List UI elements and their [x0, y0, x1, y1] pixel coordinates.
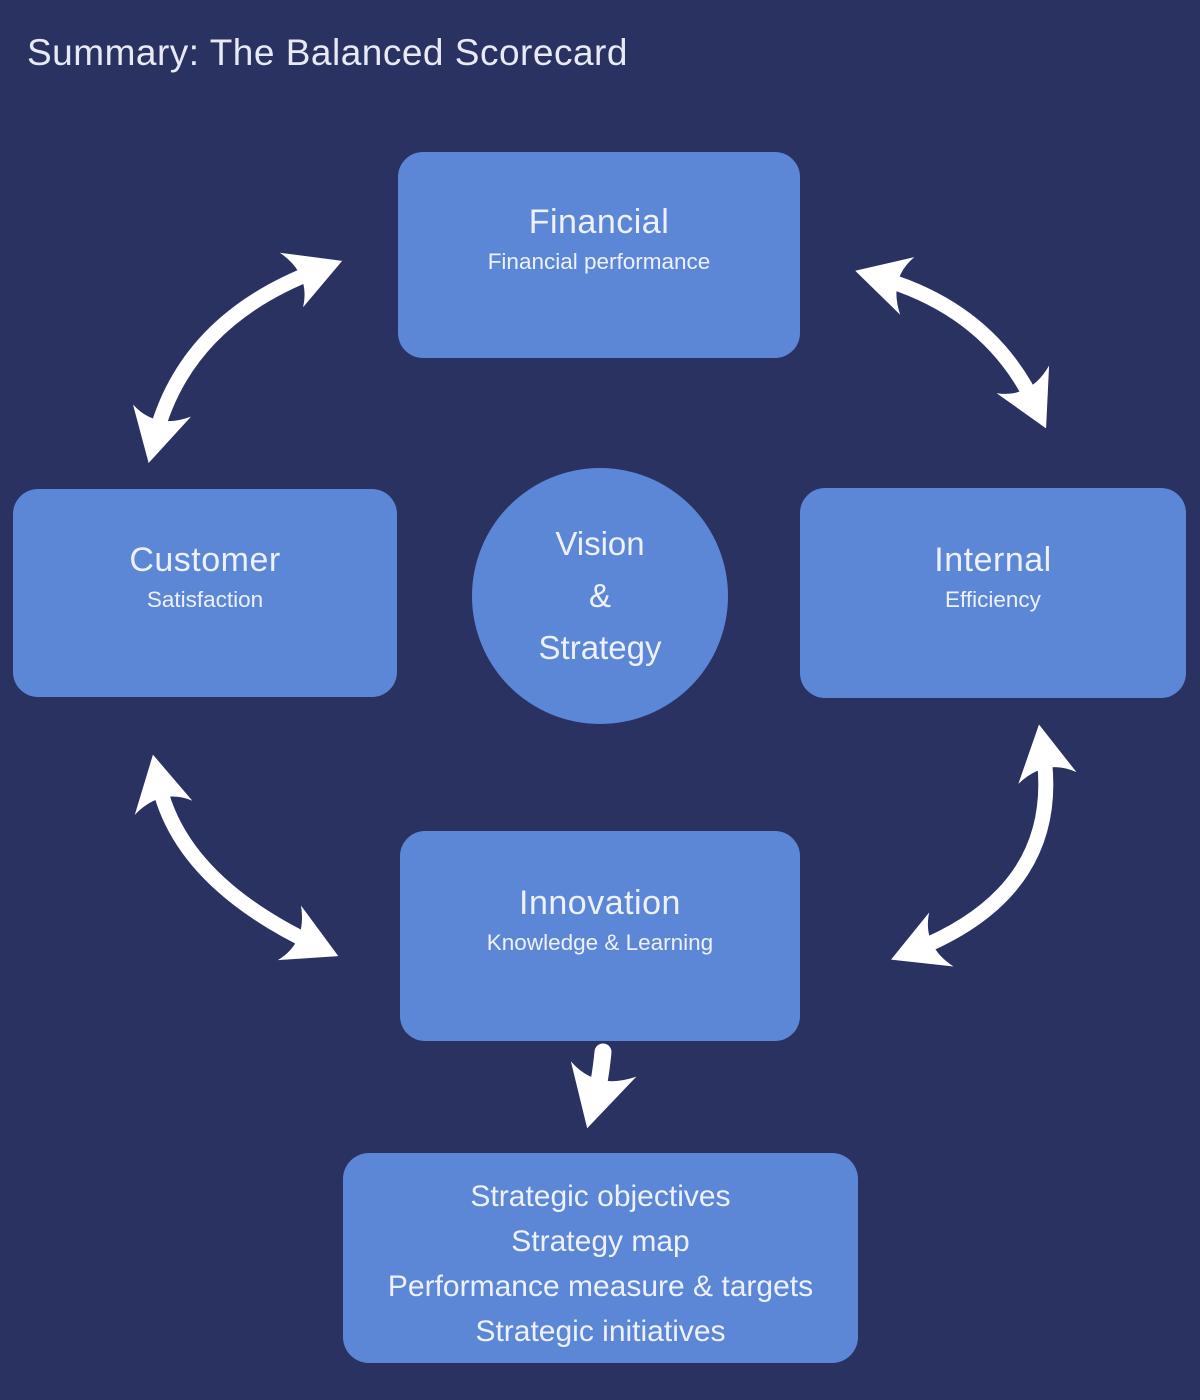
customer-box: Customer Satisfaction — [13, 489, 397, 697]
strategic-outputs-box: Strategic objectives Strategy map Perfor… — [343, 1153, 858, 1363]
center-line-1: Vision — [555, 525, 645, 562]
page-title: Summary: The Balanced Scorecard — [27, 32, 628, 73]
center-line-3: Strategy — [538, 629, 662, 666]
arrow-innovation-outputs-icon — [570, 1043, 637, 1129]
arrow-customer-financial-icon — [132, 252, 343, 464]
financial-box: Financial Financial performance — [398, 152, 800, 358]
arrow-financial-internal-icon — [855, 257, 1050, 429]
innovation-box: Innovation Knowledge & Learning — [400, 831, 800, 1041]
customer-title: Customer — [129, 541, 281, 579]
outputs-line-4: Strategic initiatives — [475, 1315, 726, 1348]
customer-subtitle: Satisfaction — [146, 587, 264, 612]
financial-title: Financial — [528, 203, 670, 241]
outputs-line-1: Strategic objectives — [470, 1180, 731, 1213]
outputs-line-2: Strategy map — [511, 1225, 690, 1258]
vision-strategy-circle: Vision & Strategy — [472, 468, 728, 724]
arrow-customer-innovation-icon — [134, 754, 339, 961]
center-line-2: & — [588, 577, 611, 614]
arrow-internal-innovation-icon — [891, 724, 1077, 967]
internal-box: Internal Efficiency — [800, 488, 1186, 698]
internal-subtitle: Efficiency — [945, 587, 1041, 612]
outputs-line-3: Performance measure & targets — [387, 1270, 814, 1303]
financial-subtitle: Financial performance — [487, 249, 711, 274]
innovation-subtitle: Knowledge & Learning — [486, 930, 714, 955]
innovation-title: Innovation — [519, 884, 681, 922]
internal-title: Internal — [934, 541, 1052, 579]
